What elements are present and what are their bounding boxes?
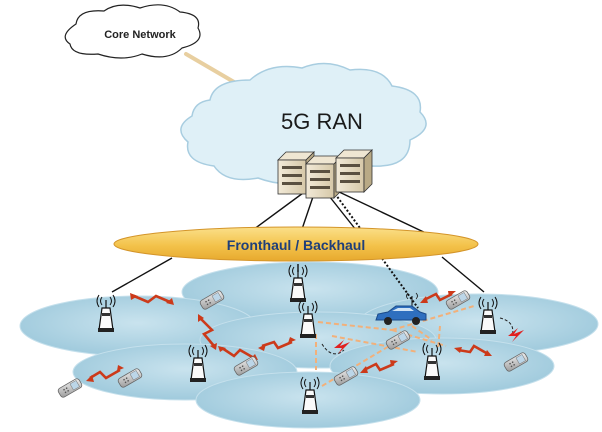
- ran-label: 5G RAN: [281, 109, 363, 134]
- cell-coverage-layer: [19, 261, 599, 429]
- car-icon: [375, 292, 427, 325]
- core-network-label: Core Network: [104, 29, 176, 41]
- wireless-links: [89, 292, 489, 380]
- interference-icon: [334, 328, 524, 354]
- core-network-cloud: Core Network: [64, 4, 201, 59]
- fronthaul-backhaul-ring: Fronthaul / Backhaul: [113, 226, 479, 262]
- mobile-phone-icon: [56, 377, 84, 399]
- server-rack-icon: [277, 149, 373, 199]
- fronthaul-backhaul-label: Fronthaul / Backhaul: [227, 237, 365, 253]
- wireless-arrowheads: [86, 291, 492, 382]
